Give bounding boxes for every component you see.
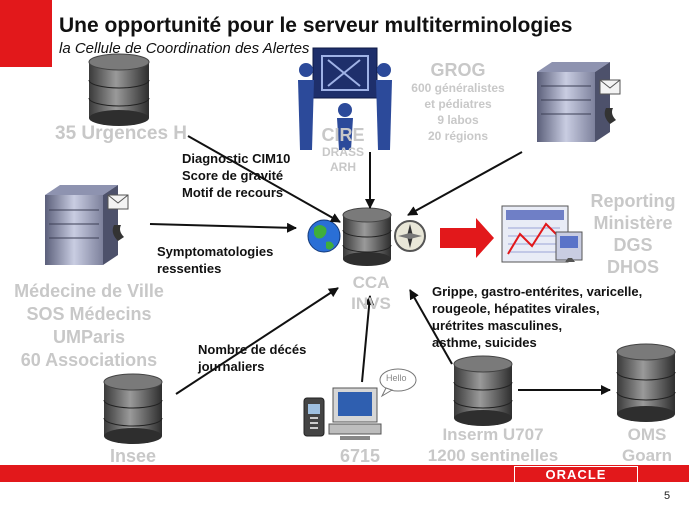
annotation-line: asthme, suicides: [432, 335, 537, 350]
node-label-phone: 6715: [340, 446, 381, 466]
node-label-cire: CIRE DRASS ARH: [318, 125, 368, 175]
annotation-diseases: Grippe, gastro-entérites, varicelle, rou…: [432, 283, 642, 351]
database-icon-oms: [616, 343, 676, 422]
people-board-icon: [298, 47, 392, 150]
medecine-line: SOS Médecins: [26, 304, 152, 324]
grog-line: 20 régions: [427, 129, 489, 143]
annotation-line: ressenties: [157, 261, 222, 276]
compass-icon: [394, 220, 426, 252]
annotation-line: journaliers: [198, 359, 265, 374]
medecine-line: Médecine de Ville: [14, 281, 164, 301]
inserm-line: Inserm U707: [442, 425, 544, 444]
annotation-urgences: Diagnostic CIM10 Score de gravité Motif …: [182, 150, 290, 201]
node-label-reporting: Reporting Ministère DGS DHOS: [583, 190, 683, 278]
oracle-logo: ORACLE: [514, 466, 638, 483]
inserm-line: 1200 sentinelles: [427, 446, 559, 465]
cca-line: CCA: [352, 273, 390, 292]
arrow-insee-cca: [175, 287, 339, 395]
grog-line: 9 labos: [437, 113, 479, 127]
database-icon-urgences: [88, 53, 150, 126]
server-icon-grog: [537, 62, 621, 142]
database-icon-cca: [342, 207, 392, 266]
reporting-screen-icon: [501, 205, 583, 263]
reporting-line: DHOS: [606, 257, 659, 277]
reporting-line: Reporting: [590, 191, 676, 211]
globe-icon: [307, 219, 341, 253]
oms-line: Goarn: [621, 446, 673, 465]
reporting-line: DGS: [613, 235, 653, 255]
cca-line: INVS: [351, 294, 391, 313]
grog-line: 600 généralistes: [411, 81, 505, 95]
arrow-urgences-cca: [187, 135, 341, 223]
arrow-grog-cca: [407, 151, 523, 216]
slide-subtitle: la Cellule de Coordination des Alertes: [59, 40, 310, 57]
node-label-medecine: Médecine de Ville SOS Médecins UMParis 6…: [4, 280, 174, 372]
bubble-text: Hello: [386, 373, 407, 383]
cire-line: ARH: [330, 160, 356, 174]
arrow-inserm-cca: [409, 289, 453, 365]
node-label-grog: GROG 600 généralistes et pédiatres 9 lab…: [400, 60, 516, 144]
medecine-line: UMParis: [52, 327, 126, 347]
grog-line: et pédiatres: [424, 97, 492, 111]
corner-accent-square: [0, 0, 52, 67]
annotation-medecine: Symptomatologies ressenties: [157, 243, 273, 277]
node-label-insee: Insee: [110, 446, 157, 466]
annotation-line: urétrites masculines,: [432, 318, 563, 333]
node-label-inserm: Inserm U707 1200 sentinelles: [418, 424, 568, 466]
grog-line: GROG: [430, 60, 486, 80]
cire-line: CIRE: [321, 125, 365, 145]
node-label-oms: OMS Goarn: [612, 424, 682, 466]
node-label-cca: CCA INVS: [343, 272, 399, 314]
slide-title: Une opportunité pour le serveur multiter…: [59, 14, 573, 37]
speech-bubble: [379, 368, 417, 398]
annotation-line: Nombre de décés: [198, 342, 307, 357]
annotation-line: Score de gravité: [182, 168, 284, 183]
node-label-urgences: 35 Urgences H: [55, 123, 188, 144]
annotation-line: rougeole, hépatites virales,: [432, 301, 600, 316]
reporting-line: Ministère: [593, 213, 673, 233]
database-icon-insee: [103, 373, 163, 444]
database-icon-inserm: [453, 355, 513, 426]
page-number: 5: [664, 490, 671, 502]
arrow-medecine-cca: [149, 222, 297, 233]
annotation-line: Symptomatologies: [157, 244, 274, 259]
server-icon-medecine: [45, 185, 129, 265]
annotation-line: Grippe, gastro-entérites, varicelle,: [432, 284, 643, 299]
annotation-line: Diagnostic CIM10: [182, 151, 291, 166]
oms-line: OMS: [627, 425, 667, 444]
annotation-line: Motif de recours: [182, 185, 284, 200]
computer-phone-icon: [303, 387, 382, 440]
cire-line: DRASS: [321, 145, 364, 159]
arrow-phone-cca: [361, 295, 375, 383]
annotation-insee: Nombre de décés journaliers: [198, 341, 306, 375]
medecine-line: 60 Associations: [20, 350, 158, 370]
red-output-arrow: [440, 218, 494, 258]
